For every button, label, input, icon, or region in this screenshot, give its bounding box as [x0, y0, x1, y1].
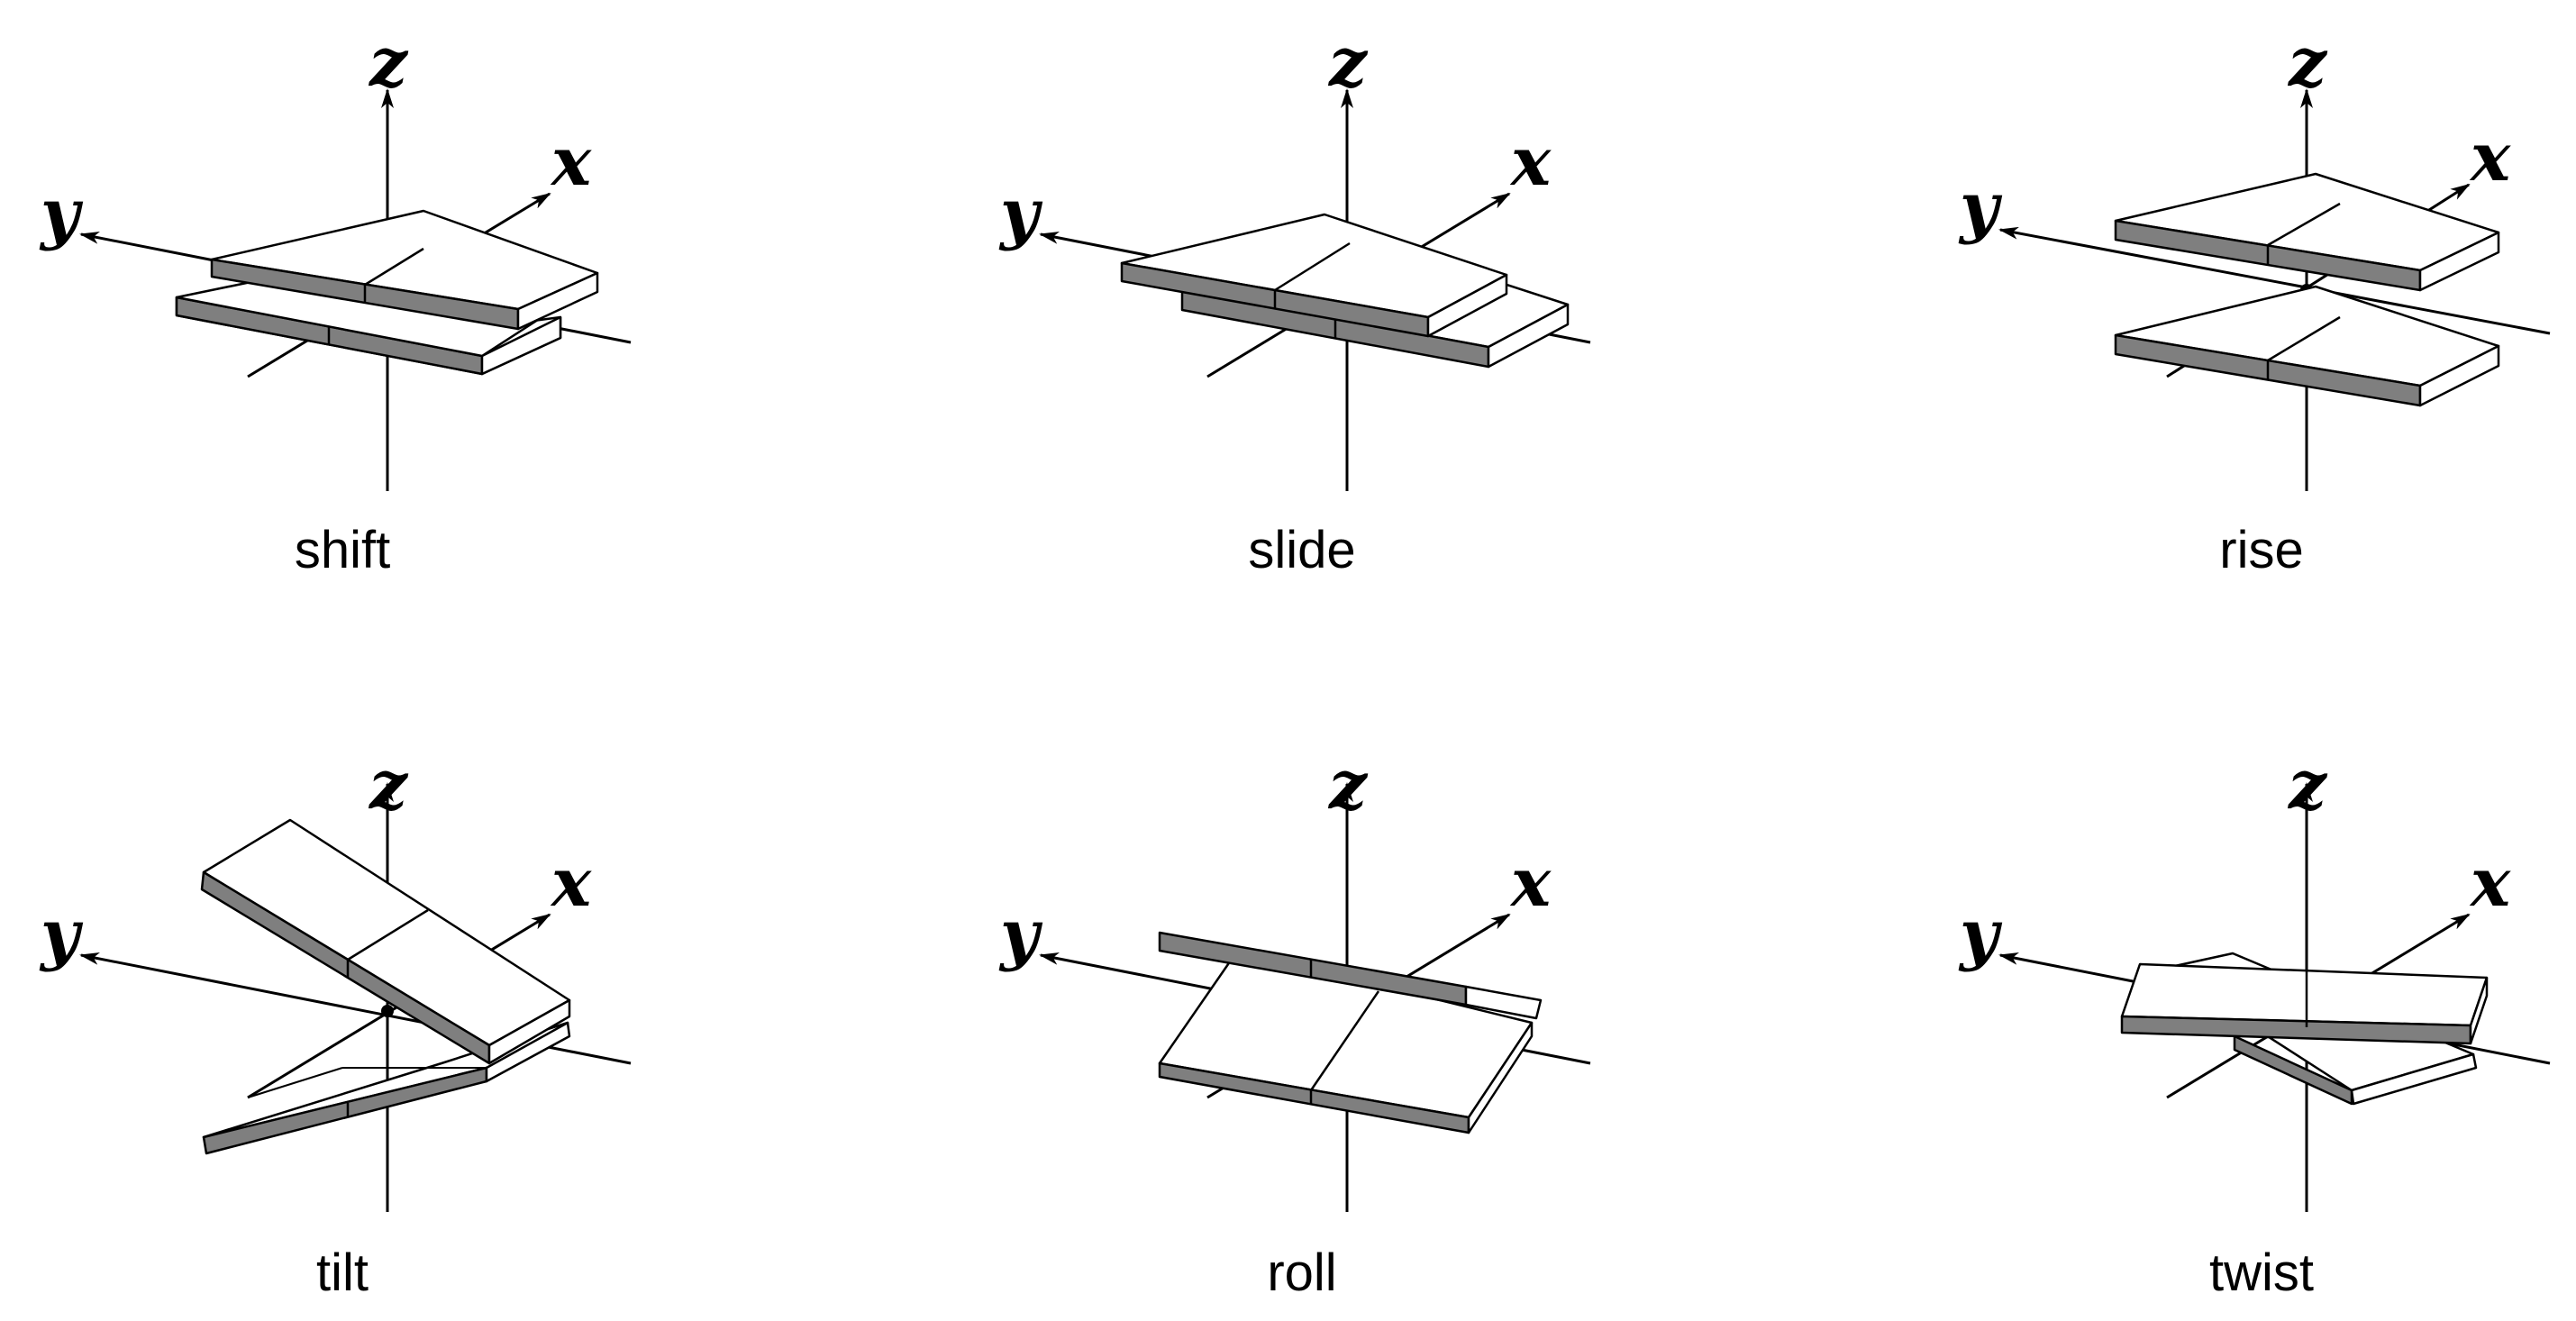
z-axis-label: z	[2287, 24, 2328, 102]
lower-base-pair	[1158, 953, 1534, 1134]
caption-twist: twist	[2209, 1244, 2314, 1302]
caption-slide: slide	[1248, 521, 1355, 579]
caption-roll: roll	[1267, 1244, 1336, 1302]
x-axis-label: x	[2469, 844, 2511, 922]
panel-slide: z y x slide	[998, 24, 1591, 579]
caption-rise: rise	[2219, 521, 2303, 579]
upper-base-pair	[200, 818, 571, 1065]
upper-base-pair	[2120, 962, 2489, 1045]
x-axis-label: x	[1509, 123, 1552, 201]
tilt-guide-lines	[247, 1067, 487, 1098]
x-axis-label: x	[1509, 844, 1552, 922]
upper-base-pair	[2114, 172, 2500, 292]
panel-twist: z y x twist	[1958, 747, 2551, 1302]
y-axis-label: y	[1958, 896, 2003, 973]
caption-tilt: tilt	[316, 1244, 369, 1302]
y-axis-label: y	[39, 896, 84, 973]
y-axis-label: y	[998, 175, 1043, 252]
caption-shift: shift	[295, 521, 390, 579]
panel-shift: z y x shift	[39, 24, 632, 579]
upper-base-pair	[210, 209, 599, 331]
upper-base-pair	[1158, 931, 1543, 1020]
y-axis-label: y	[998, 896, 1043, 973]
z-axis-label: z	[368, 747, 409, 824]
x-axis-label: x	[550, 844, 592, 922]
y-axis	[1998, 226, 2551, 335]
z-axis-label: z	[1327, 24, 1369, 102]
axes	[1998, 88, 2551, 491]
origin-dot	[381, 1005, 394, 1017]
y-axis-label: y	[1958, 169, 2003, 246]
panel-tilt: z y x tilt	[39, 747, 632, 1302]
x-axis-label: x	[2469, 119, 2511, 196]
panel-roll: z y x roll	[998, 747, 1591, 1302]
z-axis-label: z	[2287, 747, 2328, 824]
y-axis-label: y	[39, 175, 84, 252]
x-axis-label: x	[550, 123, 592, 201]
z-axis-label: z	[1327, 747, 1369, 824]
panel-rise: z y x rise	[1958, 24, 2551, 579]
lower-base-pair	[202, 1021, 571, 1155]
upper-base-pair	[1120, 213, 1508, 338]
lower-base-pair	[2114, 285, 2500, 407]
z-axis-label: z	[368, 24, 409, 102]
